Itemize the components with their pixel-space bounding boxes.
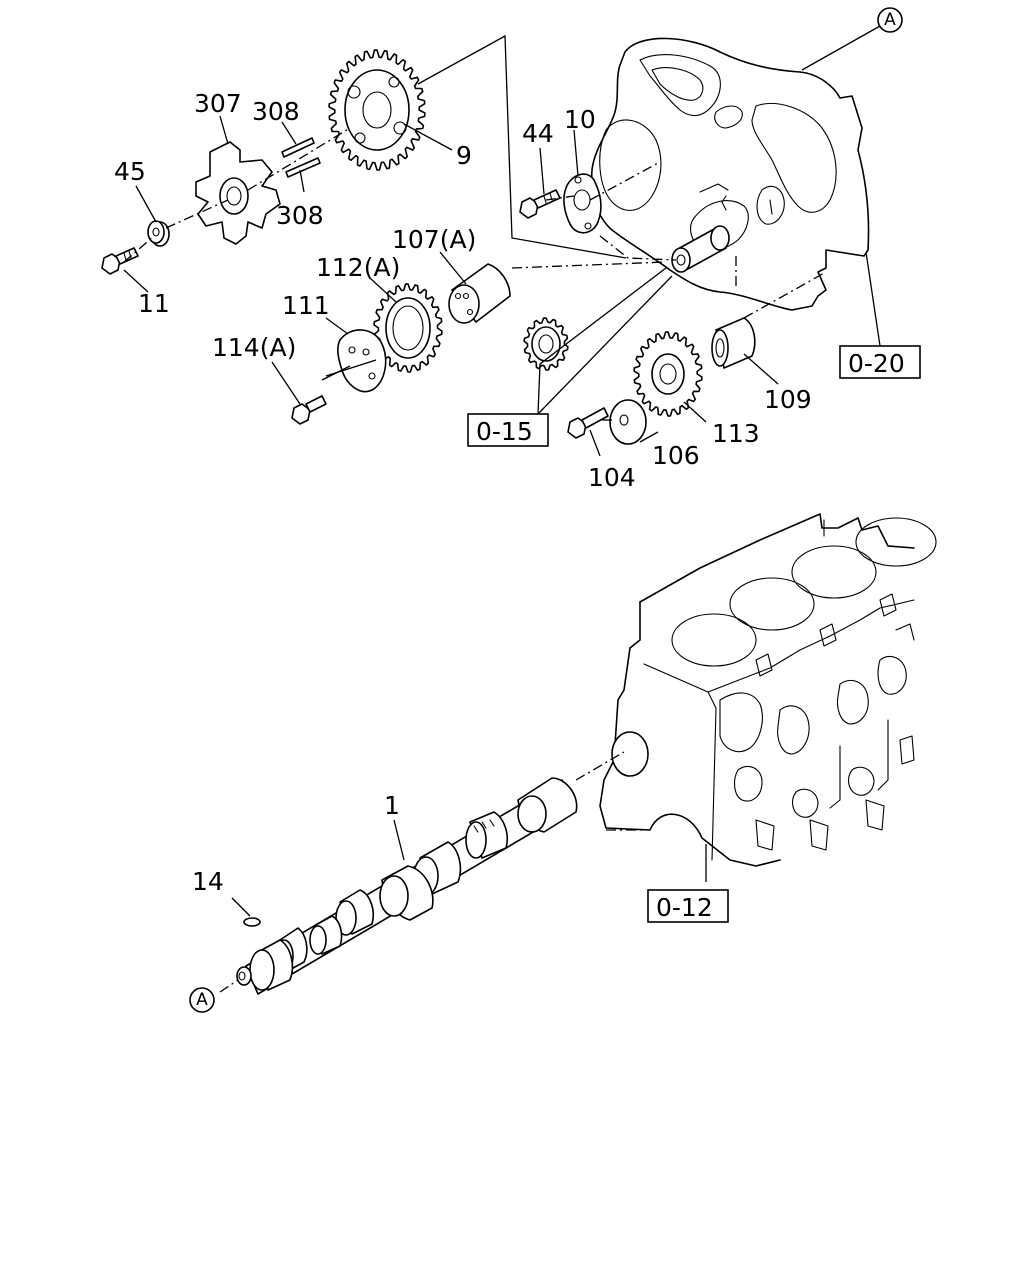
callout-11: 11 bbox=[138, 289, 170, 318]
callout-107a: 107(A) bbox=[392, 225, 476, 254]
callout-10: 10 bbox=[564, 105, 596, 134]
camshaft bbox=[236, 777, 578, 995]
woodruff-key bbox=[243, 917, 261, 927]
oil-pump-drive-gear bbox=[523, 317, 569, 371]
callout-44: 44 bbox=[522, 119, 554, 148]
leader-lines-upper bbox=[123, 25, 881, 457]
callout-106: 106 bbox=[652, 441, 700, 470]
callout-45: 45 bbox=[114, 157, 146, 186]
marker-a-top: A bbox=[884, 10, 896, 30]
bolt-44 bbox=[519, 189, 561, 219]
washer bbox=[147, 220, 170, 247]
idler-hub bbox=[448, 263, 511, 324]
callout-307: 307 bbox=[194, 89, 242, 118]
bushing bbox=[711, 317, 756, 369]
ref-0-15: 0-15 bbox=[476, 417, 533, 446]
gear-hub bbox=[195, 141, 281, 245]
camshaft-gear bbox=[328, 49, 426, 171]
callout-111: 111 bbox=[282, 291, 330, 320]
callout-1: 1 bbox=[384, 791, 400, 820]
leader-lines-lower bbox=[231, 819, 707, 917]
bolt-114a bbox=[291, 395, 327, 425]
callout-112a: 112(A) bbox=[316, 253, 400, 282]
idler-shaft bbox=[671, 195, 730, 273]
ref-0-20: 0-20 bbox=[848, 349, 905, 378]
dowel-pins bbox=[281, 137, 321, 178]
marker-a-bottom-circle bbox=[189, 987, 215, 1013]
gear-113 bbox=[633, 331, 703, 417]
callout-113: 113 bbox=[712, 419, 760, 448]
marker-a-bottom: A bbox=[196, 990, 208, 1010]
idler-gear bbox=[373, 283, 443, 373]
callout-labels: 307 308 308 45 11 9 44 10 107(A) 112(A) … bbox=[114, 89, 812, 896]
callout-114a: 114(A) bbox=[212, 333, 296, 362]
reference-boxes: 0-20 0-15 0-12 bbox=[467, 345, 921, 923]
callout-308-upper: 308 bbox=[252, 97, 300, 126]
idler-thrust-plate bbox=[337, 329, 387, 393]
callout-9: 9 bbox=[456, 141, 472, 170]
ref-0-12: 0-12 bbox=[656, 893, 713, 922]
assembly-lines-upper bbox=[123, 34, 827, 421]
assembly-lines-lower bbox=[219, 751, 646, 993]
callout-14: 14 bbox=[192, 867, 224, 896]
ref-box-0-12 bbox=[647, 889, 729, 923]
cylinder-block bbox=[599, 513, 937, 867]
bolt-104 bbox=[567, 407, 609, 439]
timing-gear-case bbox=[590, 37, 870, 311]
marker-a-top-circle bbox=[877, 7, 903, 33]
callout-104: 104 bbox=[588, 463, 636, 492]
ref-box-0-15 bbox=[467, 413, 549, 447]
callout-109: 109 bbox=[764, 385, 812, 414]
bolt-11 bbox=[101, 247, 139, 275]
callout-308-lower: 308 bbox=[276, 201, 324, 230]
washer-106 bbox=[609, 399, 647, 445]
connection-markers: A A bbox=[189, 7, 903, 1013]
thrust-plate bbox=[563, 173, 602, 234]
ref-box-0-20 bbox=[839, 345, 921, 379]
